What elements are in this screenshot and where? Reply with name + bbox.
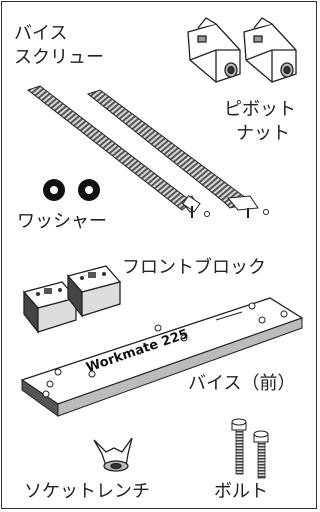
bolt-left [231, 418, 247, 475]
front-block-right [66, 265, 122, 318]
bolt-right [253, 430, 269, 479]
socket-wrench-label: ソケットレンチ [24, 481, 150, 502]
pivot-nut-right [243, 17, 297, 83]
pivot-nut-left [187, 17, 241, 83]
vise-screw-left [26, 85, 210, 218]
pivot-nut-label-line2: ナット [236, 123, 290, 144]
socket-wrench [93, 437, 133, 472]
washer-label: ワッシャー [17, 211, 107, 232]
pivot-nut-label-line1: ピボット [224, 99, 296, 120]
washer-left [43, 179, 65, 201]
vise-screw-right [86, 89, 269, 218]
vise-screw-label-line2: スクリュー [14, 47, 104, 68]
vise-front-label: バイス（前） [188, 373, 296, 394]
vise-screw-label-line1: バイス [14, 23, 68, 44]
parts-diagram-frame: Workmate 225 バイス スクリュー ピボット ナット ワッシャー フロ… [1, 1, 317, 509]
parts-illustration: Workmate 225 [20, 17, 304, 479]
washer-right [78, 179, 100, 201]
front-block-label: フロントブロック [122, 257, 266, 278]
bolt-label: ボルト [214, 481, 268, 502]
